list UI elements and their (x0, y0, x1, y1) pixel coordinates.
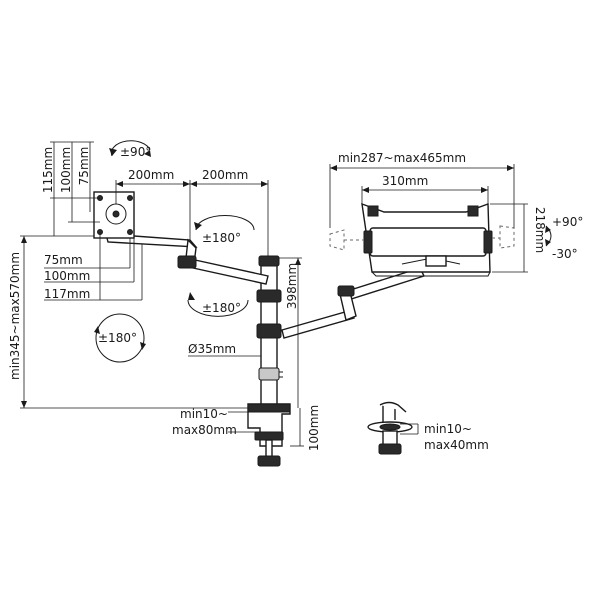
tray-depth-label: 218mm (533, 207, 547, 253)
grommet-range-label-2: max40mm (424, 438, 489, 452)
tray-range-label: min287~max465mm (338, 151, 466, 165)
tray-dimensions (329, 164, 528, 273)
left-arm-joint (177, 255, 197, 269)
grommet-knob (378, 443, 402, 455)
clamp-dimensions (228, 408, 304, 447)
tray-clip-right (467, 205, 479, 217)
rotation-90-label: ±90° (120, 145, 151, 159)
right-arm (281, 267, 425, 339)
pole-height-dimension (279, 257, 302, 408)
rotation-180-left-label: ±180° (98, 331, 137, 345)
arm-segment-1-length-label: 200mm (128, 168, 174, 182)
arm-segment-2-length-label: 200mm (202, 168, 248, 182)
tilt-down-label: -30° (552, 247, 578, 261)
grommet-dimensions (400, 423, 419, 435)
rotation-180-top-label: ±180° (202, 231, 241, 245)
pole-collar-lower (256, 323, 282, 339)
desk-clamp (247, 403, 291, 467)
tilt-up-label: +90° (552, 215, 583, 229)
right-arm-joint (337, 285, 355, 297)
vesa-117mm-label: 117mm (44, 287, 90, 301)
tray-width-label: 310mm (382, 174, 428, 188)
vesa-100mm-vertical-label: 100mm (59, 147, 73, 193)
pole-assembly (256, 255, 283, 437)
grommet-mount (367, 401, 413, 455)
clamp-knob (257, 455, 281, 467)
pole-cap (258, 255, 280, 267)
rotation-90-icon (109, 140, 151, 157)
clamp-top-plate (247, 403, 291, 413)
rotation-180-top-icon (194, 215, 255, 231)
tray-tilt-preview (329, 225, 515, 251)
rotation-180-mid-icon (187, 292, 249, 317)
arm-length-dimensions (115, 180, 269, 256)
vesa-75mm-horizontal-label: 75mm (44, 253, 83, 267)
vesa-75mm-vertical-label: 75mm (77, 147, 91, 186)
grommet-range-label-1: min10~ (424, 422, 472, 436)
vesa-vertical-dimensions (50, 141, 100, 236)
pole-height-label: 398mm (285, 263, 299, 309)
vesa-115mm-label: 115mm (41, 147, 55, 193)
tilt-arrows (545, 225, 552, 247)
rotation-180-left-icon (94, 313, 146, 363)
right-arm-segment-1 (281, 309, 355, 339)
vesa-plate (93, 191, 135, 239)
clamp-range-label-2: max80mm (172, 423, 237, 437)
total-height-dimension (20, 235, 248, 409)
tray-clip-left (367, 205, 379, 217)
left-arm-segment-2 (183, 257, 269, 285)
cable-clip (258, 367, 280, 381)
clamp-bottom-plate (254, 431, 284, 441)
rotation-180-mid-label: ±180° (202, 301, 241, 315)
vesa-horizontal-dimensions (44, 232, 143, 301)
right-arm-segment-2 (343, 267, 425, 301)
tray-tilt-bar (369, 227, 487, 257)
pole-collar-upper (256, 289, 282, 303)
clamp-range-label-1: min10~ (180, 407, 228, 421)
total-height-label: min345~max570mm (8, 252, 22, 380)
laptop-tray (361, 202, 493, 277)
vesa-100mm-horizontal-label: 100mm (44, 269, 90, 283)
pole-diameter-label: Ø35mm (188, 342, 236, 356)
clamp-height-label: 100mm (307, 405, 321, 451)
